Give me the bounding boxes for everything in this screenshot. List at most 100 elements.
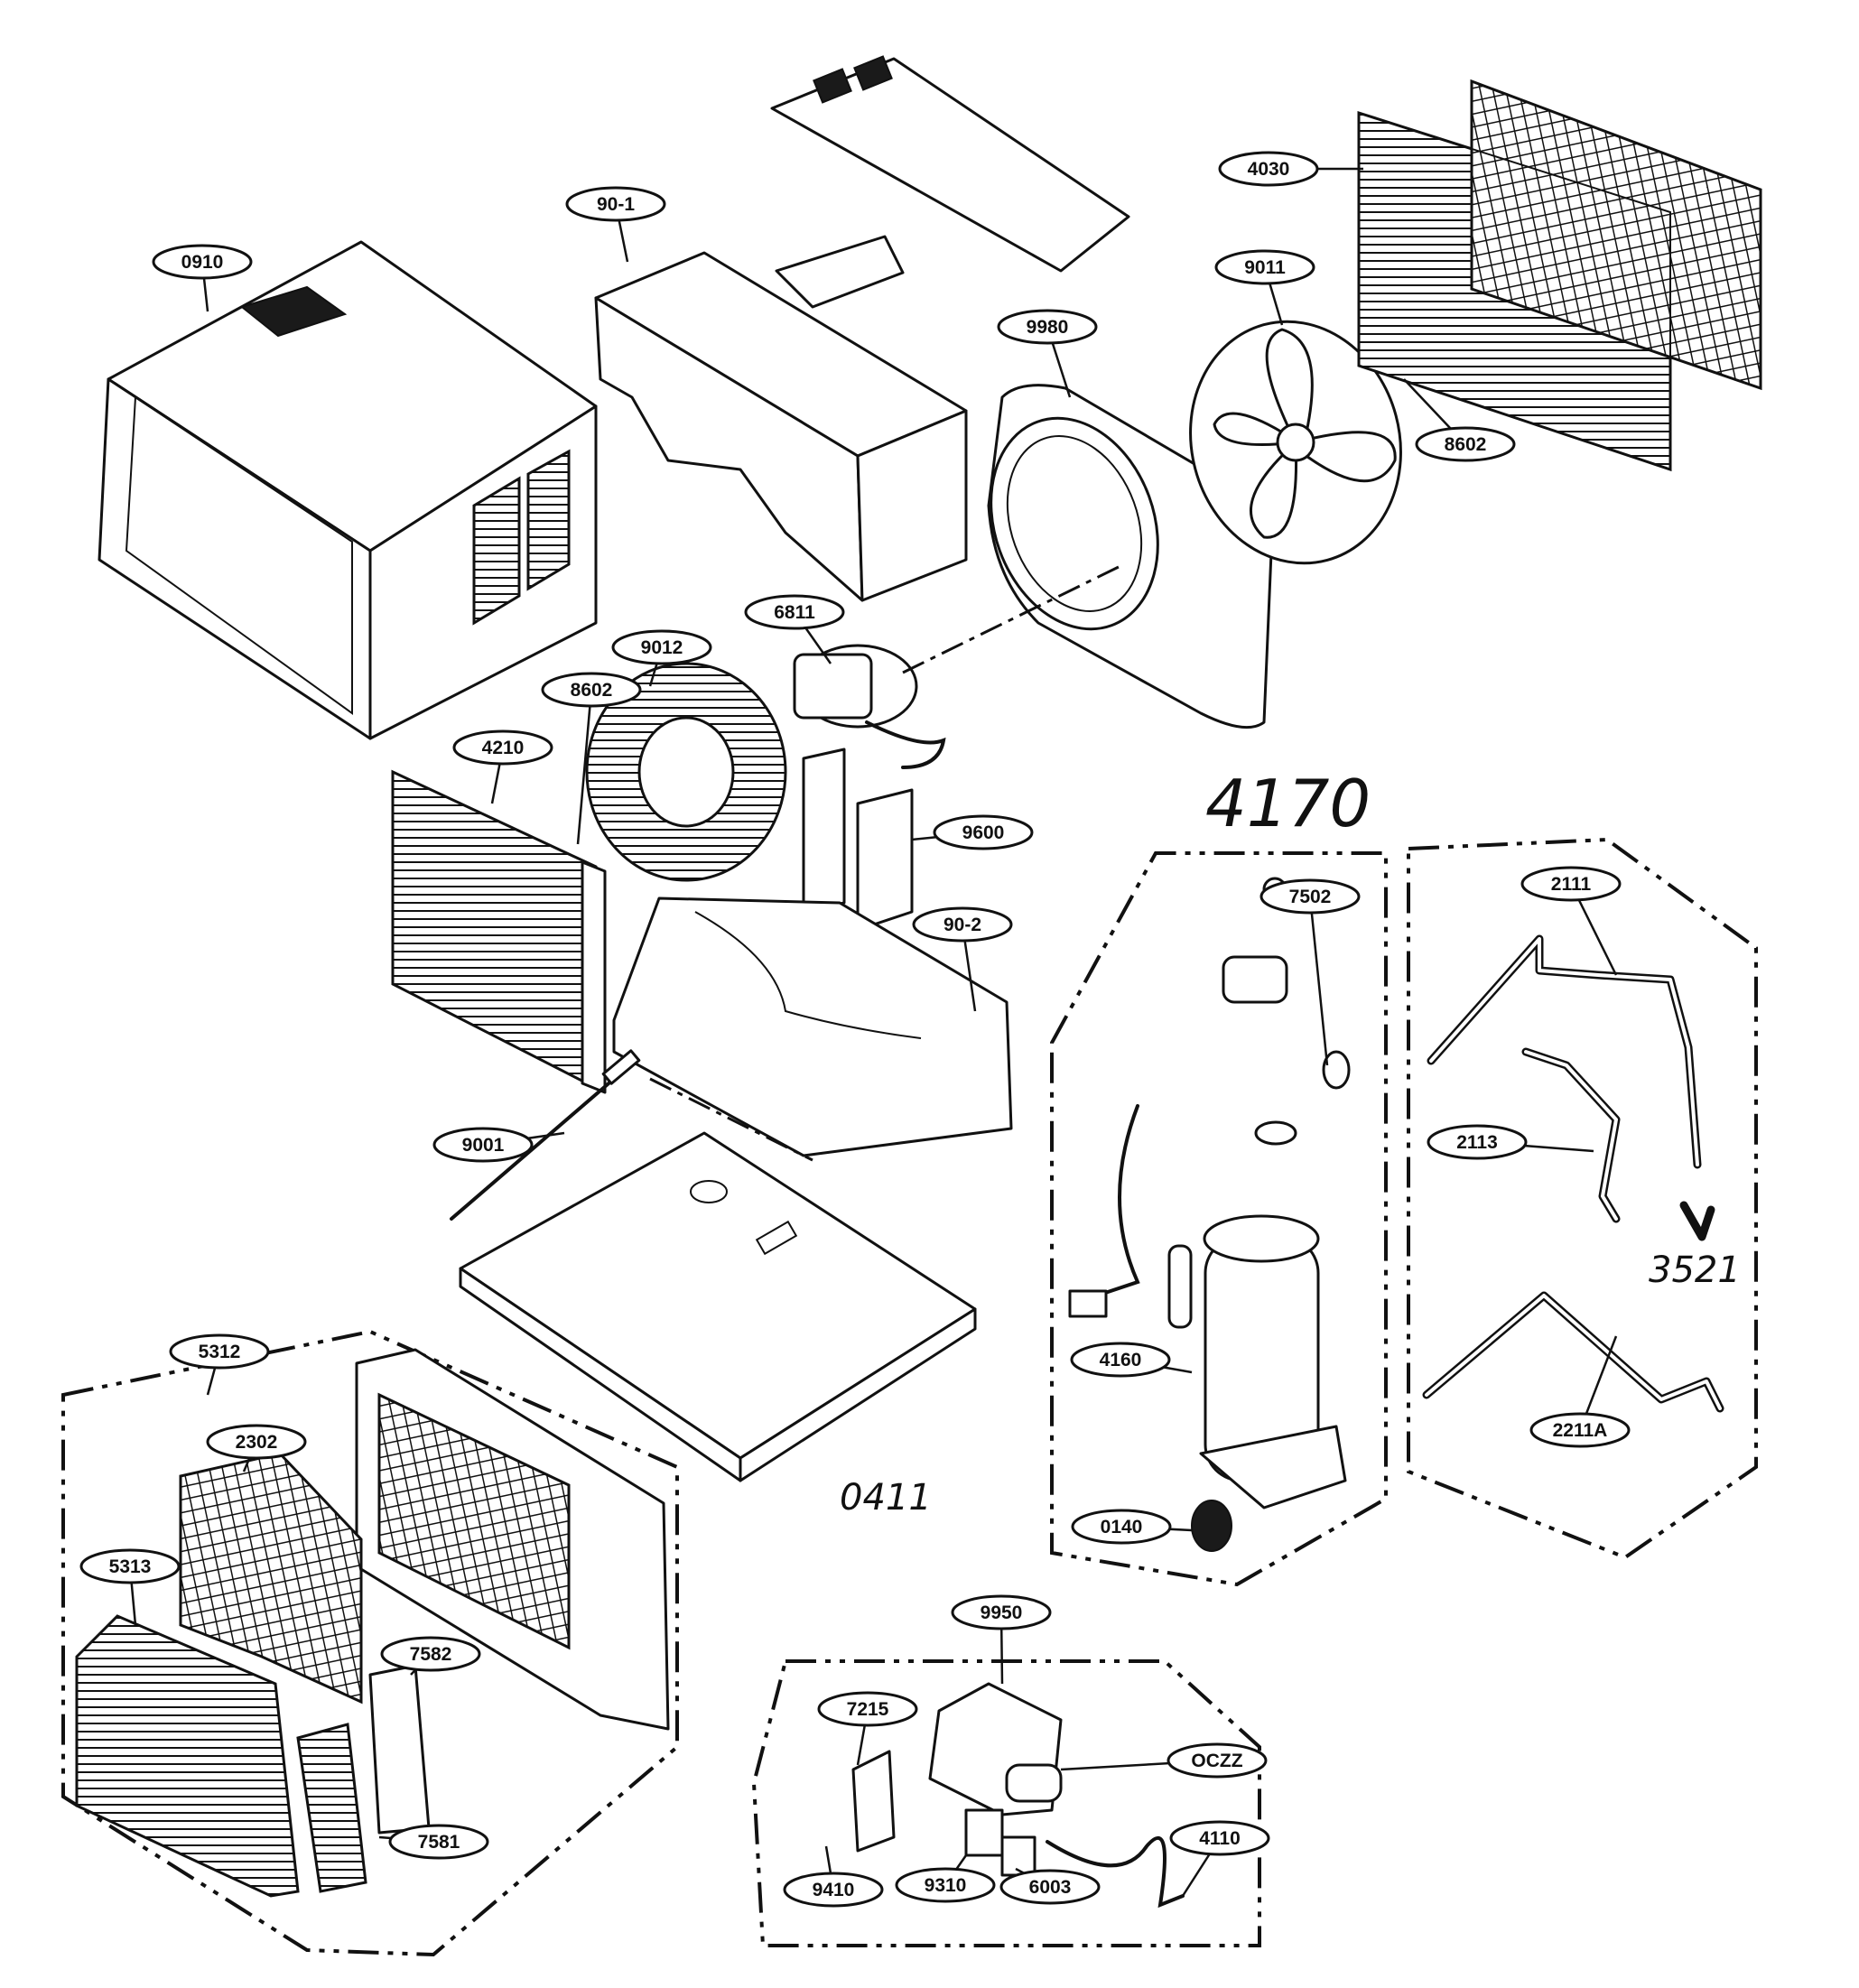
handwritten-label-3521: 3521 — [1649, 1249, 1741, 1291]
callout-2: 90-1 — [565, 186, 666, 263]
callout-oval — [1071, 1509, 1172, 1545]
callout-23: 7582 — [380, 1636, 481, 1676]
callout-oval — [895, 1867, 996, 1903]
callout-label: 90-2 — [943, 915, 981, 935]
axial-fan-part — [1189, 320, 1402, 565]
callout-oval — [79, 1548, 181, 1584]
thermistor-part — [450, 1049, 641, 1221]
callout-label: OCZZ — [1191, 1751, 1242, 1771]
fan-motor-part — [793, 644, 946, 769]
callout-oval — [206, 1424, 307, 1460]
callout-oval — [388, 1824, 489, 1860]
callout-oval — [912, 906, 1013, 943]
callout-label: 4210 — [482, 738, 525, 758]
handwritten-label-0411: 0411 — [840, 1477, 932, 1519]
callout-label: 2302 — [236, 1432, 278, 1453]
piping-boundary — [1407, 837, 1758, 1560]
callout-13: 7502 — [1259, 878, 1361, 1066]
callout-label: 4110 — [1199, 1828, 1241, 1849]
callout-oval — [152, 244, 253, 280]
callout-label: 9950 — [981, 1602, 1023, 1623]
callout-label: 9980 — [1027, 317, 1069, 338]
callout-oval — [997, 309, 1098, 345]
callout-label: 7581 — [418, 1832, 460, 1853]
callout-oval — [1259, 878, 1361, 915]
callout-4: 9011 — [1214, 249, 1315, 326]
callout-20: 5312 — [169, 1333, 270, 1396]
callout-label: 7215 — [847, 1699, 889, 1720]
callout-1: 0910 — [152, 244, 253, 312]
callout-27: OCZZ — [1060, 1742, 1268, 1779]
control-box-boundary — [751, 1659, 1261, 1947]
callout-oval — [1214, 249, 1315, 285]
callout-label: 5312 — [199, 1342, 241, 1362]
piping-part — [1422, 934, 1724, 1413]
callout-oval — [999, 1869, 1101, 1905]
callout-oval — [380, 1636, 481, 1672]
callout-oval — [744, 594, 845, 630]
callout-9: 8602 — [541, 672, 642, 845]
callout-24: 7581 — [378, 1824, 489, 1860]
callout-label: 2111 — [1551, 874, 1592, 895]
callout-21: 2302 — [206, 1424, 307, 1472]
callout-oval — [1415, 426, 1516, 462]
callout-leader-line — [1308, 896, 1329, 1066]
callout-oval — [951, 1594, 1052, 1630]
callout-7: 6811 — [744, 594, 845, 664]
callout-oval — [817, 1691, 918, 1727]
callout-label: 2211A — [1553, 1420, 1608, 1441]
callout-18: 2211A — [1529, 1335, 1631, 1448]
callout-label: 5313 — [109, 1556, 152, 1577]
inlet-grille-part — [75, 1614, 300, 1898]
callout-label: 8602 — [1445, 434, 1487, 455]
callout-label: 9410 — [813, 1880, 855, 1900]
callout-label: 0910 — [181, 252, 224, 273]
callout-oval — [1529, 1412, 1631, 1448]
cabinet-part — [98, 240, 598, 740]
callout-19: 0140 — [1071, 1509, 1193, 1545]
callout-31: 6003 — [999, 1867, 1101, 1905]
louver-part — [296, 1664, 431, 1893]
lower-air-guide-part — [612, 896, 1013, 1157]
callout-label: 0140 — [1101, 1517, 1143, 1537]
callout-oval — [1427, 1124, 1528, 1160]
callout-oval — [565, 186, 666, 222]
callout-oval — [541, 672, 642, 708]
callout-label: 90-1 — [597, 194, 635, 215]
callout-label: 7582 — [410, 1644, 452, 1665]
callout-oval — [1218, 151, 1319, 187]
callout-label: 8602 — [571, 680, 613, 701]
callout-oval — [1169, 1820, 1270, 1856]
evaporator-part — [391, 769, 607, 1094]
callout-oval — [933, 814, 1034, 850]
callout-25: 9950 — [951, 1594, 1052, 1685]
callout-label: 2113 — [1456, 1132, 1498, 1153]
callout-16: 9001 — [432, 1127, 565, 1163]
upper-air-guide-part — [594, 235, 968, 602]
callout-oval — [783, 1872, 884, 1908]
callout-10: 4210 — [452, 729, 553, 804]
handwritten-label-4170: 4170 — [1205, 766, 1371, 841]
callout-oval — [611, 629, 712, 665]
callout-oval — [432, 1127, 534, 1163]
callout-oval — [1520, 866, 1622, 902]
compressor-part — [1068, 877, 1351, 1552]
top-plate-part — [770, 55, 1130, 273]
callout-5: 9980 — [997, 309, 1098, 398]
blower-wheel-part — [585, 662, 787, 882]
callout-leader-line — [576, 689, 593, 845]
callout-oval — [169, 1333, 270, 1370]
callout-11: 9600 — [911, 814, 1034, 850]
callout-8: 9012 — [611, 629, 712, 687]
callout-30: 9310 — [895, 1854, 996, 1903]
control-box-part — [851, 1682, 1185, 1909]
condenser-part — [1357, 79, 1762, 472]
callout-layer: 091090-140309011998086026811901286024210… — [79, 151, 1631, 1908]
callout-14: 2111 — [1520, 866, 1622, 976]
callout-label: 6003 — [1029, 1877, 1072, 1898]
callout-label: 7502 — [1289, 887, 1332, 907]
callout-label: 9011 — [1244, 257, 1286, 278]
callout-29: 9410 — [783, 1845, 884, 1908]
callout-label: 9310 — [925, 1875, 967, 1896]
callout-12: 90-2 — [912, 906, 1013, 1012]
